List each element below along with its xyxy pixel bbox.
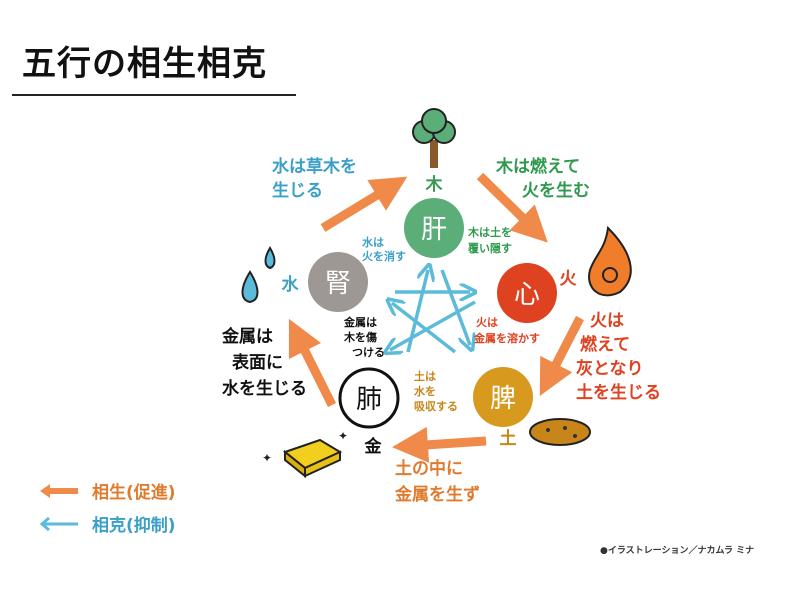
fire-icon: [588, 225, 632, 297]
arrow-wood-to-fire: [476, 172, 548, 243]
svg-text:脾: 脾: [490, 384, 516, 414]
gold-bar-icon: ✦✦: [262, 429, 348, 479]
arrow-fire-controls-metal: [390, 300, 476, 350]
arrow-fire-to-earth: [539, 315, 584, 396]
ctl-text-fire-metal: 火は金属を溶かす: [473, 316, 540, 345]
gen-text-metal-water: 金属は表面に水を生じる: [221, 326, 307, 399]
ctl-text-earth-water: 土は水を吸収する: [414, 369, 458, 413]
generation-arrows: [288, 172, 584, 463]
svg-text:✦: ✦: [262, 451, 272, 465]
page-title: 五行の相生相克: [22, 44, 267, 84]
gen-text-fire-earth: 火は燃えて灰となり土を生じる: [576, 311, 661, 403]
organ-fire: 心: [497, 263, 557, 323]
element-metal: 金: [364, 436, 383, 457]
gen-text-water-wood: 水は草木を生じる: [272, 156, 357, 201]
organ-metal: 肺: [338, 367, 400, 429]
svg-text:✦: ✦: [338, 429, 348, 443]
arrow-wood-controls-earth: [440, 269, 470, 345]
element-water: 水: [282, 274, 300, 295]
orange-arrow-icon: [40, 483, 78, 498]
gen-text-earth-metal: 土の中に金属を生ず: [394, 458, 480, 505]
organ-water: 腎: [308, 252, 368, 312]
soil-icon: [529, 418, 591, 446]
element-earth: 土: [500, 428, 517, 449]
tree-icon: [412, 108, 456, 168]
arrow-water-to-wood: [320, 176, 408, 232]
arrow-metal-controls-wood: [406, 270, 428, 353]
arrow-earth-to-metal: [392, 426, 487, 463]
organ-wood: 肝: [404, 198, 464, 258]
blue-arrow-icon: [40, 516, 78, 531]
svg-text:腎: 腎: [325, 269, 351, 299]
element-wood: 木: [425, 174, 444, 195]
element-fire: 火: [560, 269, 578, 289]
arrow-metal-to-water: [288, 318, 337, 408]
legend-control: 相克(抑制): [40, 511, 176, 536]
water-drops-icon: [241, 246, 276, 304]
arrow-earth-controls-water: [392, 303, 457, 354]
illustration-credit: ●イラストレーション／ナカムラ ミナ: [600, 546, 755, 556]
ctl-text-metal-wood: 金属は木を傷つける: [343, 315, 385, 359]
gen-text-wood-fire: 木は燃えて火を生む: [495, 156, 590, 201]
ctl-text-wood-earth: 木は土を覆い隠す: [467, 225, 512, 255]
legend-control-label: 相克(抑制): [92, 516, 176, 536]
legend-generate-label: 相生(促進): [92, 483, 176, 503]
title-underline: [12, 94, 296, 96]
svg-text:心: 心: [514, 280, 540, 310]
legend-generate: 相生(促進): [40, 478, 176, 503]
svg-text:肺: 肺: [356, 385, 382, 415]
control-star: [390, 270, 475, 352]
svg-text:肝: 肝: [421, 215, 447, 245]
organ-earth: 脾: [473, 367, 533, 427]
ctl-text-water-fire: 水は火を消す: [362, 235, 406, 263]
